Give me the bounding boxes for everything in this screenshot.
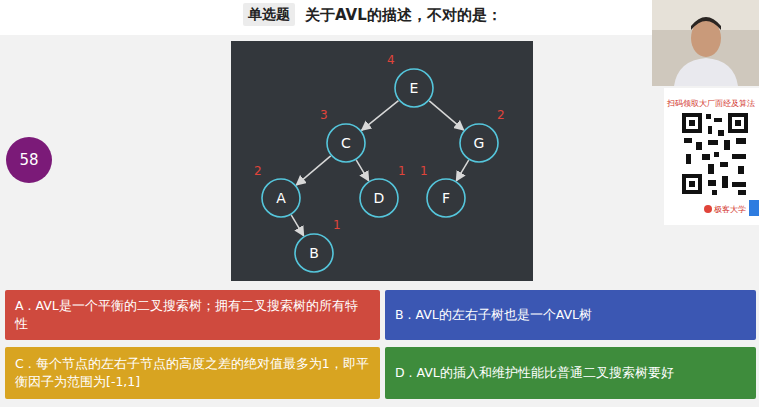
- option-box: A . AVL是一个平衡的二叉搜索树；拥有二叉搜索树的所有特性: [5, 290, 380, 340]
- tree-node: G: [459, 123, 499, 163]
- tree-node: D: [359, 178, 399, 218]
- height-number: 1: [398, 164, 406, 178]
- node-text: 58: [19, 151, 38, 169]
- tree-edge: [296, 156, 330, 185]
- height-number: 1: [333, 218, 341, 232]
- node-text: B: [309, 245, 319, 261]
- height-number: 2: [254, 164, 262, 178]
- brand-name: 极客大学: [714, 204, 746, 215]
- node-text: 单选题: [248, 6, 290, 22]
- node-text: D: [374, 190, 385, 206]
- tree-node: A: [261, 178, 301, 218]
- node-text: B . AVL的左右子树也是一个AVL树: [395, 306, 592, 324]
- tree-node: F: [426, 178, 466, 218]
- tree-edge: [356, 160, 368, 181]
- tree-edge: [362, 101, 399, 131]
- tree-edge: [456, 160, 468, 181]
- option-box: C . 每个节点的左右子节点的高度之差的绝对值最多为1，即平衡因子为范围为[-1…: [5, 347, 380, 399]
- node-text: C . 每个节点的左右子节点的高度之差的绝对值最多为1，即平衡因子为范围为[-1…: [15, 355, 370, 391]
- height-number: 4: [387, 53, 395, 67]
- tree-edge: [429, 101, 463, 130]
- question-title: 关于AVL的描述，不对的是：: [305, 6, 502, 25]
- webcam-image: [652, 0, 759, 86]
- tree-node: C: [326, 123, 366, 163]
- height-number: 1: [420, 164, 428, 178]
- node-text: E: [410, 80, 419, 96]
- node-text: D . AVL的插入和维护性能比普通二叉搜索树要好: [395, 364, 674, 382]
- tree-node: E: [394, 68, 434, 108]
- node-text: G: [474, 135, 485, 151]
- height-number: 3: [320, 108, 328, 122]
- question-type-tag: 单选题: [243, 3, 295, 26]
- question-number: 58: [5, 136, 53, 184]
- height-number: 2: [497, 108, 505, 122]
- qr-panel: [664, 88, 759, 225]
- node-text: A . AVL是一个平衡的二叉搜索树；拥有二叉搜索树的所有特性: [15, 297, 370, 333]
- qr-caption: 扫码领取大厂面经及算法: [667, 98, 755, 109]
- option-box: D . AVL的插入和维护性能比普通二叉搜索树要好: [385, 347, 756, 399]
- node-text: A: [276, 190, 286, 206]
- tree-edge: [291, 215, 303, 236]
- tree-node: B: [294, 233, 334, 273]
- node-text: C: [341, 135, 351, 151]
- tree-panel: [231, 41, 533, 281]
- node-text: F: [442, 190, 450, 206]
- option-box: B . AVL的左右子树也是一个AVL树: [385, 290, 756, 340]
